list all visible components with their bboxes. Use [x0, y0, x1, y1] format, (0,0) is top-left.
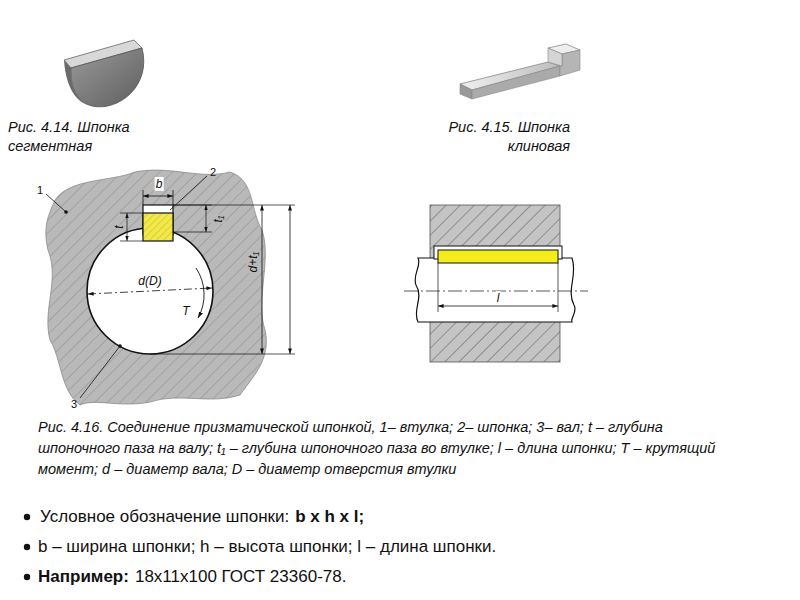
callout-number: 3 — [71, 398, 77, 410]
bullet-dots — [24, 514, 30, 580]
figure-caption: Рис. 4.16. Соединение призматической шпо… — [38, 417, 728, 480]
bullet-row: Условное обозначение шпонки: b x h x l; — [40, 506, 364, 528]
bullet-text: Условное обозначение шпонки: — [40, 506, 289, 528]
label-box: l — [496, 288, 501, 306]
dimension-label: l — [496, 291, 501, 305]
label-box: 1 — [37, 180, 43, 198]
figure-caption: Рис. 4.15. Шпонка клиновая — [408, 118, 570, 156]
label-box: Рис. 4.15. Шпонка клиновая — [408, 118, 570, 156]
bullet-row: Например: 18х11х100 ГОСТ 23360-78. — [38, 566, 346, 588]
label-box: Рис. 4.14. Шпонка сегментная — [8, 118, 168, 156]
callout-number: 2 — [210, 166, 216, 178]
label-box: 2 — [210, 162, 216, 180]
wedge-key — [460, 44, 580, 99]
bullet-row: b – ширина шпонки; h – высота шпонки; l … — [38, 536, 496, 558]
label-box: t — [109, 224, 127, 229]
dimension-label: d+t₁ — [246, 251, 260, 274]
dimension-label: b — [155, 177, 164, 191]
label-box: Рис. 4.16. Соединение призматической шпо… — [38, 417, 728, 480]
bullet-text: Например: — [38, 566, 129, 588]
label-box: d(D) — [137, 271, 162, 289]
label-box: b — [155, 174, 164, 192]
label-box: d+t₁ — [243, 251, 261, 274]
label-box: T — [181, 301, 190, 319]
segment-key — [64, 40, 144, 107]
dimension-label: t — [112, 224, 126, 229]
bullet-text: 18х11х100 ГОСТ 23360-78. — [135, 566, 347, 588]
bullet-text: b x h x l; — [295, 506, 364, 528]
figure-caption: Рис. 4.14. Шпонка сегментная — [8, 118, 168, 156]
label-box: 3 — [71, 394, 77, 412]
cross-section — [46, 170, 295, 405]
dimension-label: t₁ — [211, 214, 225, 223]
bullet-text: b – ширина шпонки; h – высота шпонки; l … — [38, 536, 496, 558]
torque-label: T — [181, 304, 190, 318]
dimension-label: d(D) — [137, 274, 162, 288]
longitudinal-section — [404, 205, 588, 362]
label-box: t₁ — [208, 214, 226, 223]
callout-number: 1 — [37, 184, 43, 196]
